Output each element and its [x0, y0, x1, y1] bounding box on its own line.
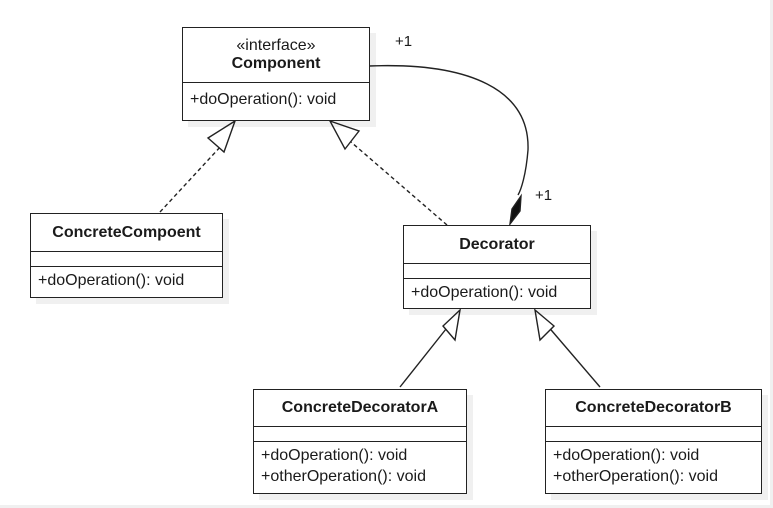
generalization-arrowhead-icon — [533, 308, 556, 342]
generalization-edge-b — [545, 323, 601, 388]
class-header: ConcreteCompoent — [31, 214, 222, 252]
class-header: ConcreteDecoratorB — [546, 390, 761, 427]
operations: +doOperation(): void — [404, 279, 590, 306]
multiplicity-decorator: +1 — [535, 187, 553, 204]
operation: +otherOperation(): void — [553, 468, 718, 485]
class-decorator[interactable]: Decorator +doOperation(): void — [403, 225, 591, 309]
class-concrete-decorator-b[interactable]: ConcreteDecoratorB +doOperation(): void … — [545, 389, 762, 494]
class-header: ConcreteDecoratorA — [254, 390, 466, 427]
operations: +doOperation(): void — [31, 267, 222, 294]
attributes — [254, 427, 466, 442]
operations: +doOperation(): void +otherOperation(): … — [254, 442, 466, 490]
multiplicity-component: +1 — [395, 33, 413, 50]
class-header: «interface» Component — [183, 28, 369, 83]
class-name: Decorator — [459, 235, 535, 253]
realization-edge-concretecomponent — [159, 144, 223, 213]
realization-arrowhead-icon — [206, 119, 237, 154]
attributes — [404, 264, 590, 279]
class-concrete-component[interactable]: ConcreteCompoent +doOperation(): void — [30, 213, 223, 298]
realization-edge-decorator — [350, 141, 448, 226]
class-concrete-decorator-a[interactable]: ConcreteDecoratorA +doOperation(): void … — [253, 389, 467, 494]
generalization-edge-a — [399, 323, 451, 388]
composition-edge — [368, 64, 529, 196]
operations: +doOperation(): void +otherOperation(): … — [546, 442, 761, 490]
class-name: ConcreteDecoratorA — [281, 399, 439, 416]
realization-arrowhead-icon — [328, 119, 361, 151]
generalization-arrowhead-icon — [442, 308, 462, 342]
operation: +doOperation(): void — [261, 447, 408, 464]
operation: +doOperation(): void — [411, 284, 558, 301]
class-name: ConcreteCompoent — [52, 223, 201, 241]
operation: +otherOperation(): void — [261, 468, 426, 485]
operation: +doOperation(): void — [38, 272, 185, 289]
attributes — [31, 252, 222, 267]
class-name: ConcreteDecoratorB — [575, 399, 732, 416]
stereotype: «interface» — [236, 37, 316, 54]
operations: +doOperation(): void — [183, 83, 369, 113]
class-header: Decorator — [404, 226, 590, 264]
operation: +doOperation(): void — [553, 447, 700, 464]
class-component[interactable]: «interface» Component +doOperation(): vo… — [182, 27, 370, 121]
attributes — [546, 427, 761, 442]
composition-diamond-icon — [508, 193, 522, 227]
operation: +doOperation(): void — [190, 91, 337, 108]
class-name: Component — [231, 55, 321, 72]
